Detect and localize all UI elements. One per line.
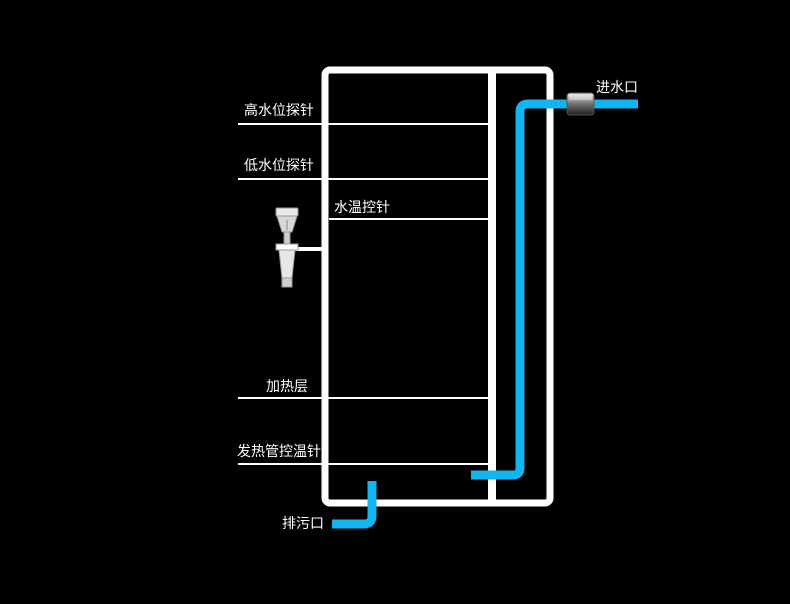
- tank-partition-wall: [488, 73, 496, 501]
- heater-temp-probe-label: 发热管控温针: [237, 444, 321, 460]
- water-inlet-label: 进水口: [596, 80, 638, 96]
- water-temp-probe-label: 水温控针: [334, 200, 390, 216]
- drain-pipe: [332, 481, 377, 529]
- inlet-pipe: [471, 99, 638, 480]
- low-water-probe-label: 低水位探针: [244, 158, 314, 174]
- float-valve-icon: [275, 207, 299, 288]
- valve-icon: [566, 92, 595, 116]
- heating-layer-label: 加热层: [266, 379, 308, 395]
- tank-outer-wall: [321, 66, 554, 507]
- high-water-probe-label: 高水位探针: [244, 103, 314, 119]
- drain-outlet-label: 排污口: [282, 516, 324, 532]
